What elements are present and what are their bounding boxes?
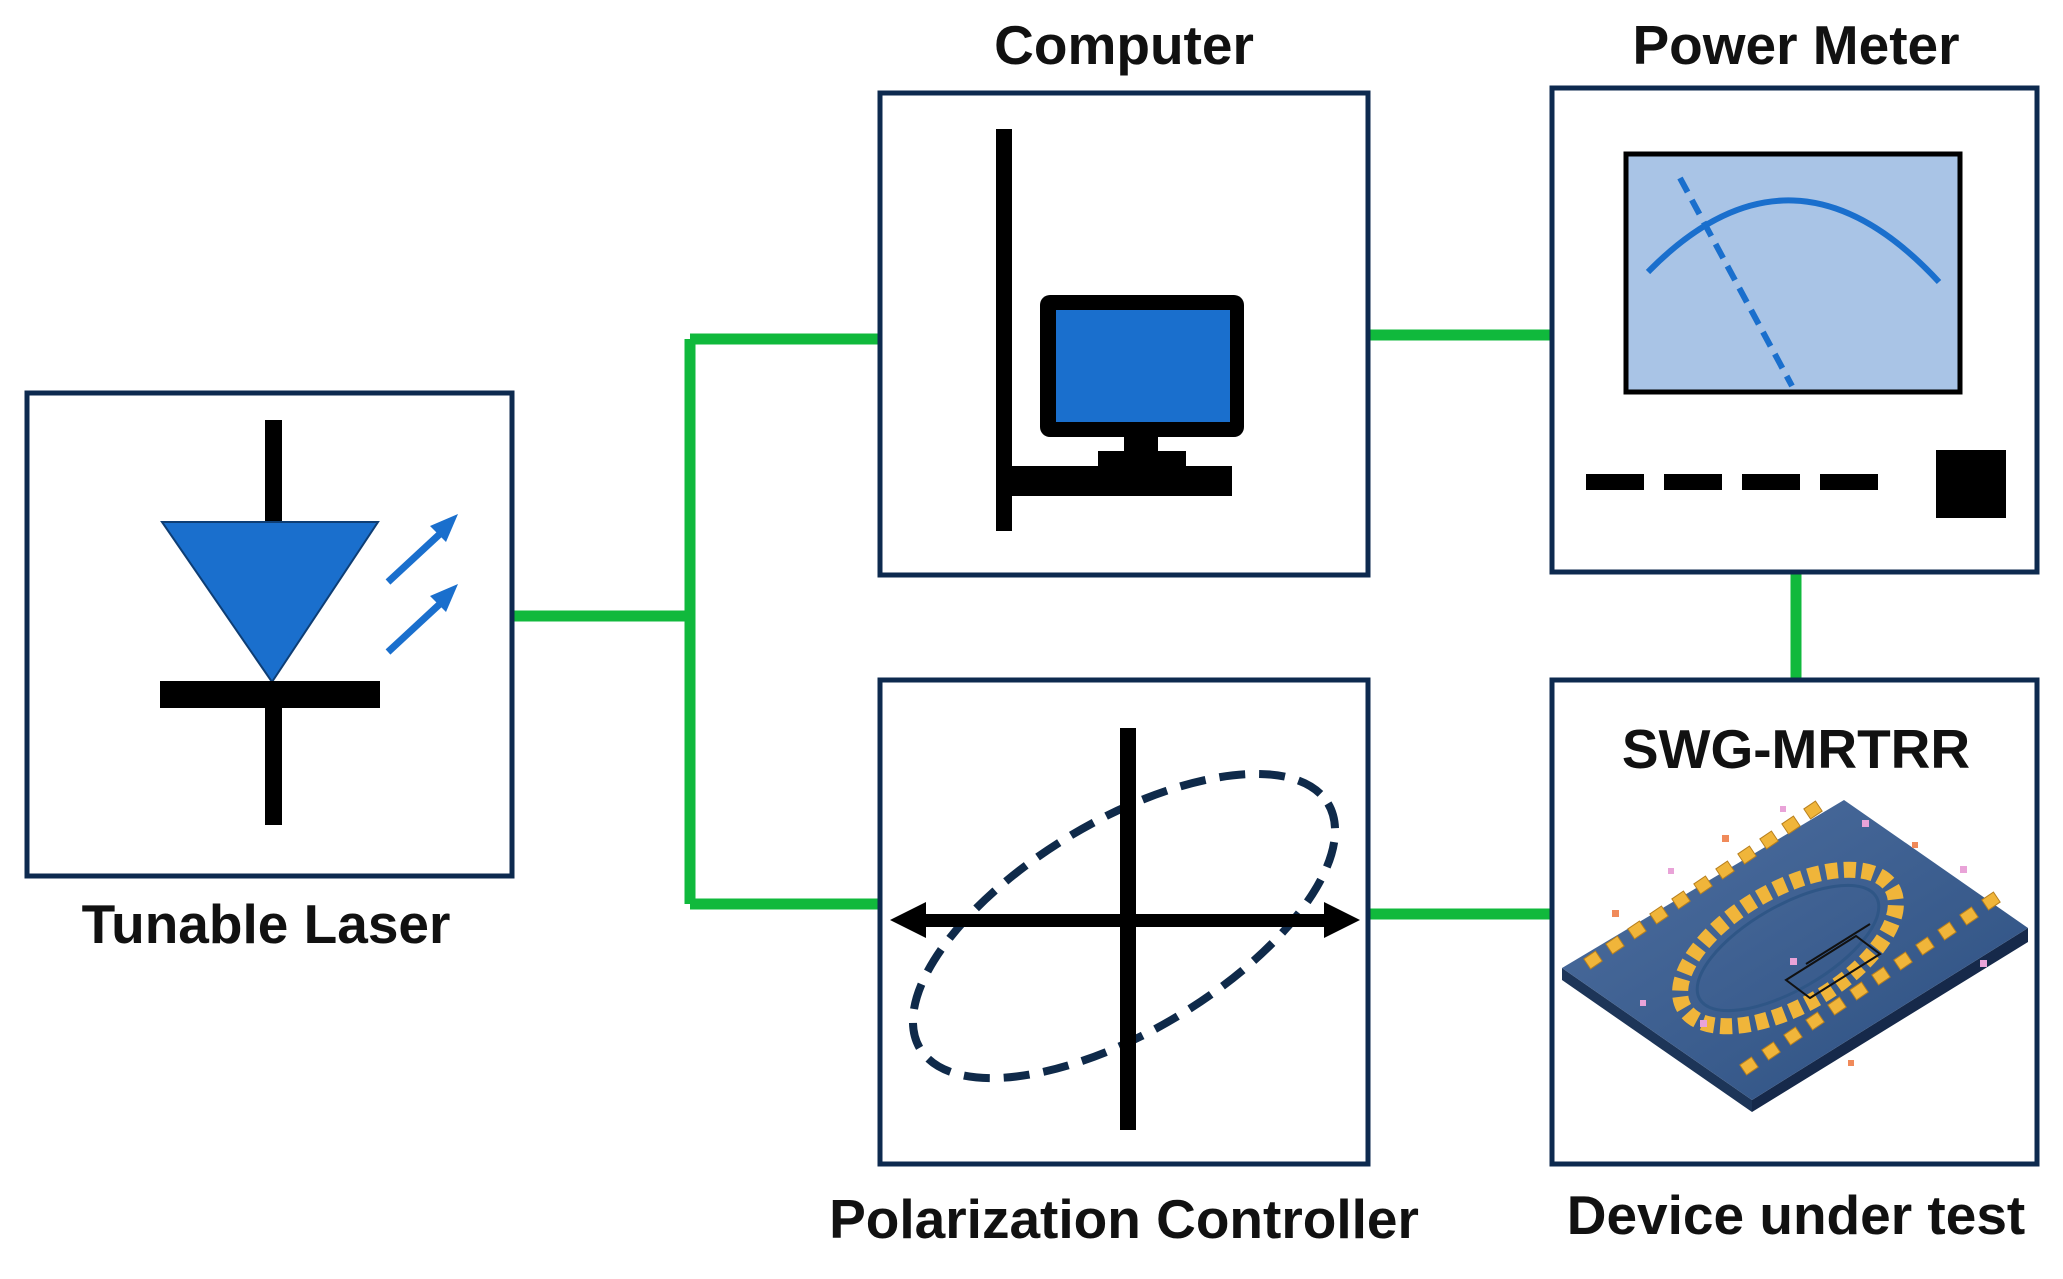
- axis-arrow-right: [1324, 902, 1360, 938]
- meter-button: [1936, 450, 2006, 518]
- polarization-controller: Polarization Controller: [829, 677, 1419, 1250]
- lower-bus-waveguide: [1739, 891, 2001, 1076]
- power-meter: Power Meter: [1549, 14, 2040, 575]
- computer: Computer: [877, 14, 1371, 578]
- upper-bus-waveguide: [1583, 800, 1823, 970]
- chip-side-left: [1562, 968, 1752, 1112]
- swg-mrtrr-label: SWG-MRTRR: [1622, 718, 1970, 780]
- axis-arrow-left: [890, 902, 926, 938]
- computer-label: Computer: [994, 14, 1254, 76]
- chip-side-front: [1752, 928, 2028, 1112]
- period-marker-line: [1805, 923, 1871, 965]
- meter-needle: [1677, 176, 1795, 388]
- analog-meter-icon: [1586, 151, 2006, 518]
- racetrack-ring: [1672, 861, 1904, 1035]
- fiber-connections: [512, 329, 1802, 920]
- polarization-controller-label: Polarization Controller: [829, 1188, 1419, 1250]
- surface-particles: [1612, 806, 1987, 1066]
- desk-surface: [996, 466, 1232, 496]
- monitor-screen: [1056, 310, 1230, 422]
- emission-arrows-icon: [385, 514, 458, 655]
- polarization-ellipse-icon: [890, 728, 1360, 1130]
- monitor-neck: [1124, 437, 1158, 453]
- device-under-test-label: Device under test: [1567, 1184, 2026, 1246]
- polarization-ellipse: [908, 769, 1340, 1083]
- vertical-axis: [1120, 728, 1136, 1130]
- tunable-laser-label: Tunable Laser: [82, 893, 451, 955]
- meter-display-seg-3: [1742, 474, 1800, 490]
- meter-display-seg-1: [1586, 474, 1644, 490]
- meter-display-seg-2: [1664, 474, 1722, 490]
- desktop-computer-icon: [996, 129, 1244, 531]
- meter-face: [1623, 151, 1963, 395]
- period-marker-box: [1784, 934, 1882, 1000]
- tunable-laser: Tunable Laser: [24, 390, 515, 955]
- desk-post: [996, 129, 1012, 531]
- laser-diode-icon: [160, 420, 380, 825]
- monitor-foot: [1098, 451, 1186, 468]
- meter-scale-arc: [1645, 197, 1942, 285]
- meter-display-seg-4: [1820, 474, 1878, 490]
- power-meter-label: Power Meter: [1632, 14, 1959, 76]
- device-under-test: SWG-MRTRR: [1549, 677, 2040, 1246]
- swg-ring-resonator-chip-icon: [1562, 800, 2028, 1112]
- chip-top: [1562, 800, 2028, 1100]
- horizontal-axis: [914, 914, 1336, 927]
